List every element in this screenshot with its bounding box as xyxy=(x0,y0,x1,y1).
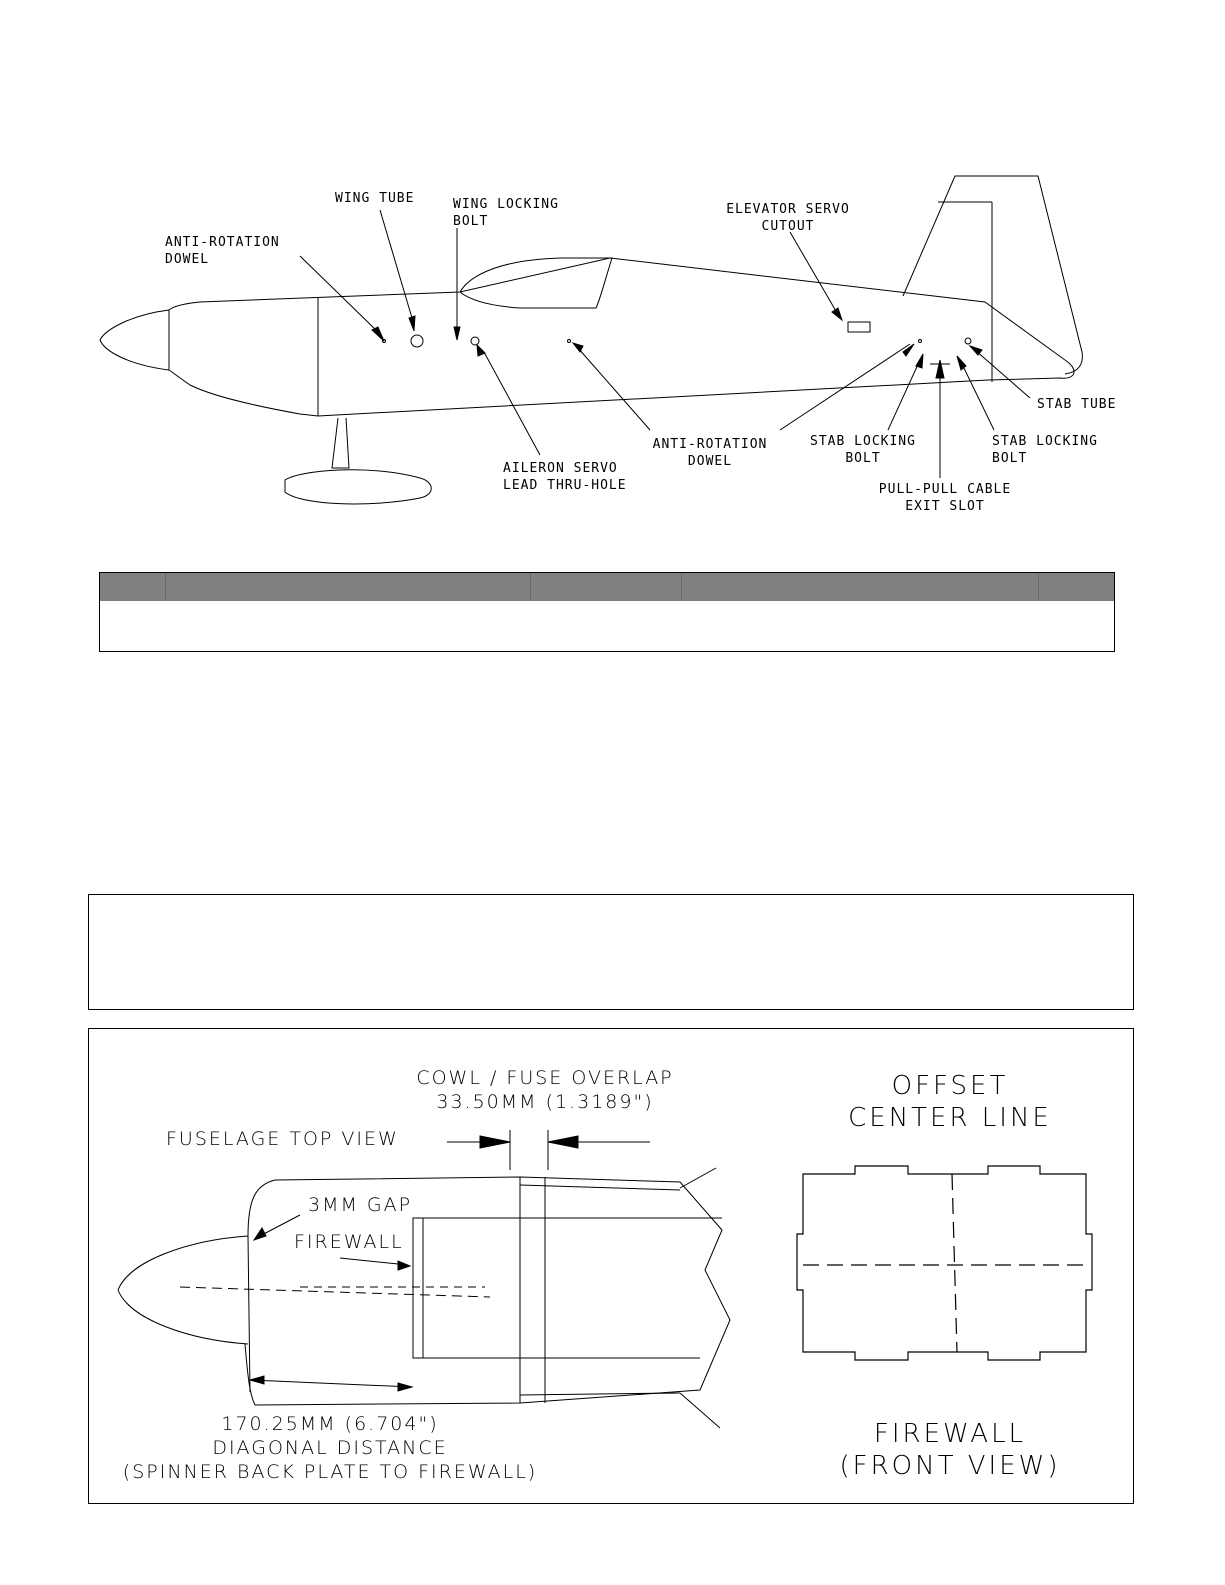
label-anti-rotation-dowel-rear: ANTI-ROTATION DOWEL xyxy=(652,437,768,469)
wing-tube-hole xyxy=(410,334,424,348)
label-diagonal-value: 170.25MM (6.704") xyxy=(221,1413,439,1435)
label-elevator-servo-cutout: ELEVATOR SERVO CUTOUT xyxy=(726,202,850,234)
label-wing-locking-bolt: WING LOCKING BOLT xyxy=(453,197,559,229)
label-stab-locking-bolt-left: STAB LOCKING BOLT xyxy=(810,434,916,466)
label-cowl-overlap-title: COWL / FUSE OVERLAP xyxy=(416,1067,674,1089)
side-view-drawing xyxy=(99,175,1083,505)
empty-note-box xyxy=(88,894,1134,1010)
label-3mm-gap: 3MM GAP xyxy=(308,1194,413,1216)
label-stab-tube: STAB TUBE xyxy=(1037,397,1117,412)
label-wing-tube: WING TUBE xyxy=(335,191,415,206)
landing-gear-strut xyxy=(331,417,350,469)
table-header xyxy=(100,573,1114,601)
label-pull-pull-cable: PULL-PULL CABLE EXIT SLOT xyxy=(878,482,1012,514)
label-stab-locking-bolt-right: STAB LOCKING BOLT xyxy=(992,434,1098,466)
aileron-lead-hole xyxy=(470,336,480,346)
label-fuselage-top-view: FUSELAGE TOP VIEW xyxy=(166,1128,399,1150)
label-firewall-front-view: FIREWALL (FRONT VIEW) xyxy=(839,1419,1061,1481)
table-strip xyxy=(99,572,1115,652)
label-anti-rotation-dowel-front: ANTI-ROTATION DOWEL xyxy=(165,235,280,267)
fuselage-outline xyxy=(168,257,1075,417)
figure-box xyxy=(88,1028,1134,1504)
label-offset-center-line: OFFSET CENTER LINE xyxy=(848,1071,1052,1133)
canopy xyxy=(459,257,613,309)
label-cowl-overlap-value: 33.50MM (1.3189") xyxy=(436,1091,654,1113)
label-firewall-top: FIREWALL xyxy=(294,1231,404,1253)
spinner xyxy=(99,309,170,371)
label-diagonal-distance: DIAGONAL DISTANCE xyxy=(212,1437,448,1459)
vertical-fin xyxy=(902,175,1083,375)
label-diagonal-note: (SPINNER BACK PLATE TO FIREWALL) xyxy=(122,1461,538,1483)
elevator-servo-cutout xyxy=(847,321,871,333)
label-aileron-servo-lead: AILERON SERVO LEAD THRU-HOLE xyxy=(503,461,627,493)
wheel-pant xyxy=(284,469,432,505)
